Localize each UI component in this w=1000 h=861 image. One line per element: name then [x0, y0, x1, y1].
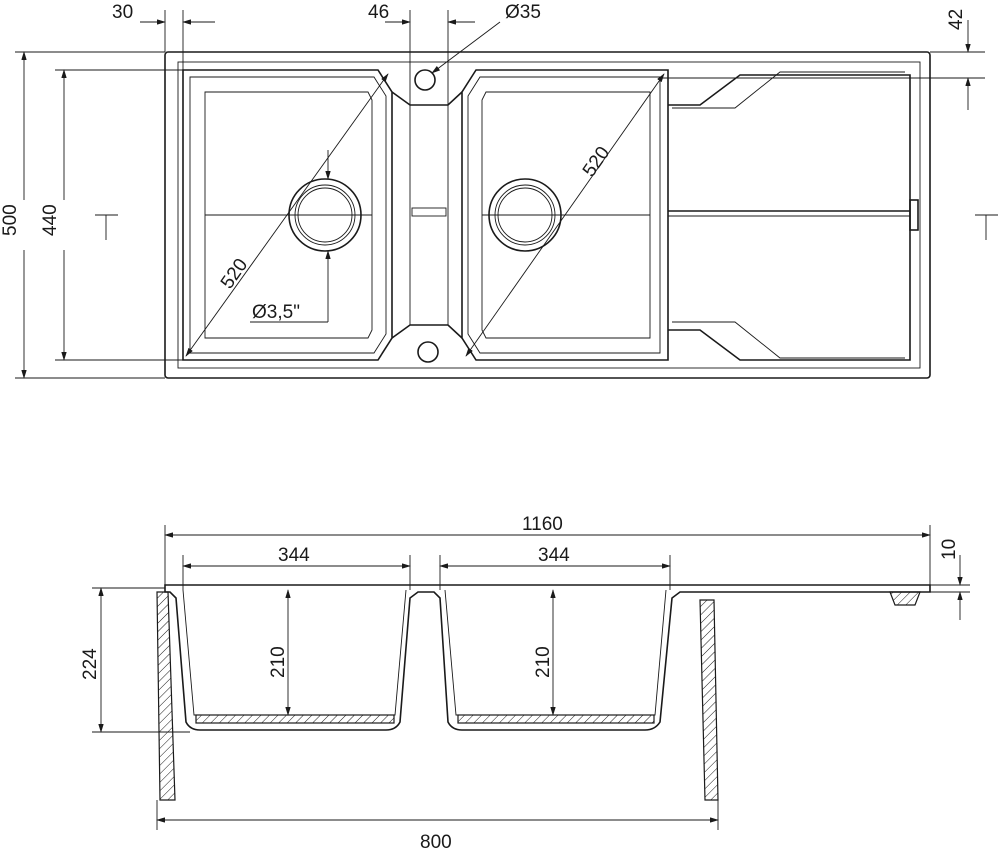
dim-total-depth: 500 [0, 204, 21, 236]
right-bowl-bottom [457, 714, 655, 724]
top-view: 30 46 Ø35 42 500 440 520 520 Ø3,5" [0, 2, 998, 379]
dim-center-strip: 46 [368, 2, 389, 23]
left-bowl-bottom [195, 714, 395, 724]
drainboard [668, 71, 919, 361]
dim-total-width: 1160 [522, 514, 563, 535]
sink-rim [177, 61, 921, 369]
dim-drain: Ø3,5" [252, 302, 300, 323]
dim-right-bowl-diagonal: 520 [579, 143, 614, 181]
dim-tap-hole: Ø35 [505, 2, 541, 23]
dim-right-bowl-height: 210 [533, 646, 554, 678]
dim-rim-offset: 30 [112, 2, 133, 23]
section-view: 1160 344 344 10 224 210 210 800 [80, 514, 970, 853]
section-marker-left [95, 214, 118, 240]
cabinet-wall-right [699, 599, 719, 801]
dim-cabinet-width: 800 [420, 832, 452, 853]
section-dimensions: 1160 344 344 10 224 210 210 800 [80, 514, 970, 853]
sink-outline [164, 51, 931, 379]
dim-left-bowl-width: 344 [278, 545, 310, 566]
cabinet-wall-left [156, 591, 176, 801]
dim-total-height: 224 [80, 648, 101, 680]
section-marker-right [975, 214, 998, 240]
dim-edge-offset: 42 [946, 9, 967, 30]
dim-right-bowl-width: 344 [538, 545, 570, 566]
dim-left-bowl-diagonal: 520 [217, 255, 252, 293]
tap-hole [414, 69, 436, 91]
dim-rim-thickness: 10 [939, 539, 960, 560]
overflow-hole [417, 341, 439, 363]
center-strip [391, 69, 463, 363]
dim-left-bowl-height: 210 [268, 646, 289, 678]
dim-bowl-depth: 440 [40, 204, 61, 236]
